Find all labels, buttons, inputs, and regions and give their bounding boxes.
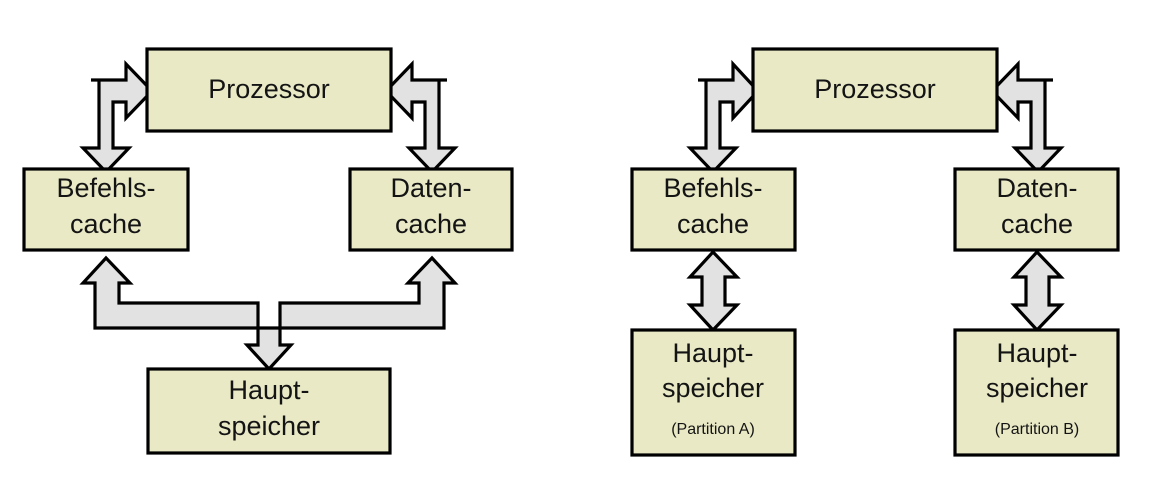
hauptspeicher-label-line1: Haupt-: [228, 375, 309, 405]
hauptspeicher-b-label-line1: Haupt-: [996, 338, 1077, 368]
hauptspeicher-partition-a-box-shape: [630, 328, 797, 457]
hauptspeicher-b-partition-label: (Partition B): [995, 421, 1079, 438]
befehls-cache-label-line1: Befehls-: [663, 173, 762, 203]
left-befehlscache-node[interactable]: Befehls- cache: [22, 167, 190, 252]
right-hauptspeicher-partition-a-node[interactable]: Haupt- speicher (Partition A): [630, 328, 797, 457]
befehls-cache-label-line1: Befehls-: [56, 173, 155, 203]
right-befehlscache-node[interactable]: Befehls- cache: [630, 167, 797, 252]
left-datencache-node[interactable]: Daten- cache: [348, 167, 514, 252]
hauptspeicher-b-label-line2: speicher: [986, 373, 1088, 403]
daten-cache-box-shape: [953, 167, 1120, 252]
befehls-cache-box-shape: [22, 167, 190, 252]
hauptspeicher-partition-b-box-shape: [953, 328, 1120, 457]
arrow-partitiona-befehlscache-icon: [686, 249, 741, 333]
befehls-cache-label-line2: cache: [677, 209, 749, 239]
prozessor-label: Prozessor: [208, 74, 330, 104]
befehls-cache-box-shape: [630, 167, 797, 252]
hauptspeicher-box-shape: [146, 367, 392, 455]
daten-cache-label-line2: cache: [1001, 209, 1073, 239]
hauptspeicher-a-label-line1: Haupt-: [672, 338, 753, 368]
daten-cache-label-line1: Daten-: [390, 173, 471, 203]
daten-cache-label-line1: Daten-: [996, 173, 1077, 203]
befehls-cache-label-line2: cache: [70, 209, 142, 239]
arrow-partitionb-datencache-icon: [1010, 249, 1065, 333]
right-datencache-node[interactable]: Daten- cache: [953, 167, 1120, 252]
hauptspeicher-a-label-line2: speicher: [662, 373, 764, 403]
left-prozessor-node[interactable]: Prozessor: [145, 47, 393, 133]
prozessor-box-shape: [751, 47, 999, 133]
prozessor-box-shape: [145, 47, 393, 133]
daten-cache-label-line2: cache: [395, 209, 467, 239]
arrow-datencache-prozessor-icon: [383, 60, 459, 175]
hauptspeicher-label-line2: speicher: [218, 411, 320, 441]
prozessor-label: Prozessor: [814, 74, 936, 104]
arrow-befehlscache-prozessor-icon: [686, 59, 761, 175]
arrow-datencache-prozessor-icon: [989, 60, 1065, 175]
right-diagram: Prozessor Befehls- cache Daten- cache Ha…: [630, 47, 1120, 457]
right-hauptspeicher-partition-b-node[interactable]: Haupt- speicher (Partition B): [953, 328, 1120, 457]
arrow-befehlscache-prozessor-icon: [79, 60, 155, 175]
daten-cache-box-shape: [348, 167, 514, 252]
left-diagram: Prozessor Befehls- cache Daten- cache Ha…: [22, 47, 514, 455]
right-prozessor-node[interactable]: Prozessor: [751, 47, 999, 133]
arrow-memory-bus-icon: [79, 255, 459, 372]
hauptspeicher-a-partition-label: (Partition A): [671, 421, 755, 438]
left-hauptspeicher-node[interactable]: Haupt- speicher: [146, 367, 392, 455]
